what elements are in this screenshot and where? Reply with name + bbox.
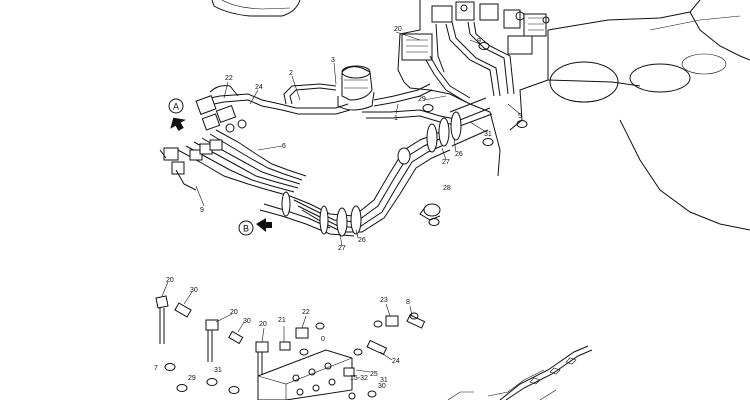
lower-callout-15-32: 15-32 (350, 375, 368, 382)
lower-callout-23: 23 (380, 297, 388, 304)
view-marker-b: B (238, 218, 272, 236)
callout-28: 28 (443, 185, 451, 192)
callout-1: 1 (394, 115, 398, 122)
left-fitting-cluster (159, 85, 247, 191)
callout-5: 5 (518, 113, 522, 120)
callout-22: 22 (225, 75, 233, 82)
callout-31: 31 (484, 131, 492, 138)
lower-callout-20-a: 20 (166, 277, 174, 284)
lower-callout-30-c: 30 (378, 383, 386, 390)
lower-callout-31-b: 31 (380, 377, 388, 384)
callout-27: 27 (442, 159, 450, 166)
lower-callout-20-c: 20 (259, 321, 267, 328)
lower-callout-8: 8 (406, 299, 410, 306)
view-a-label: A (173, 102, 179, 112)
lower-callout-20-b: 20 (230, 309, 238, 316)
callout-20: 20 (394, 26, 402, 33)
reference-tags (422, 42, 528, 226)
view-b-label: B (243, 224, 249, 234)
callout-24: 24 (255, 84, 263, 91)
lower-callout-0: 0 (321, 336, 325, 343)
leader-lines (195, 31, 521, 247)
clamp-part-28 (419, 203, 441, 221)
callout-27-lower: 27 (338, 245, 346, 252)
callout-26-lower: 26 (358, 237, 366, 244)
lower-callout-7: 7 (154, 365, 158, 372)
view-marker-a: A (168, 98, 186, 131)
upper-hoses-right (425, 21, 515, 103)
callout-6: 6 (282, 143, 286, 150)
callout-9-right: 9 (477, 38, 481, 45)
pump-component (337, 65, 375, 111)
callout-9-left: 9 (200, 207, 204, 214)
main-hose-bundle (177, 83, 493, 237)
lower-callout-25: 25 (370, 371, 378, 378)
lower-callout-24: 24 (392, 358, 400, 365)
valve-block-machinery (397, 0, 750, 231)
upper-callouts: 22 24 2 3 1 6 9 20 9 29 31 26 27 5 28 26… (200, 26, 522, 252)
lower-callout-30-b: 30 (243, 318, 251, 325)
lower-callout-21: 21 (278, 317, 286, 324)
callout-29: 29 (418, 96, 426, 103)
callout-3: 3 (331, 57, 335, 64)
callout-2: 2 (289, 70, 293, 77)
lower-callout-31: 31 (214, 367, 222, 374)
lower-callout-22: 22 (302, 309, 310, 316)
cab-outline (211, 0, 301, 17)
callout-26: 26 (455, 151, 463, 158)
lower-callout-30-a: 30 (190, 287, 198, 294)
lower-exploded-view: 20 30 20 30 20 21 22 0 (154, 277, 593, 400)
lower-callout-29: 29 (188, 375, 196, 382)
